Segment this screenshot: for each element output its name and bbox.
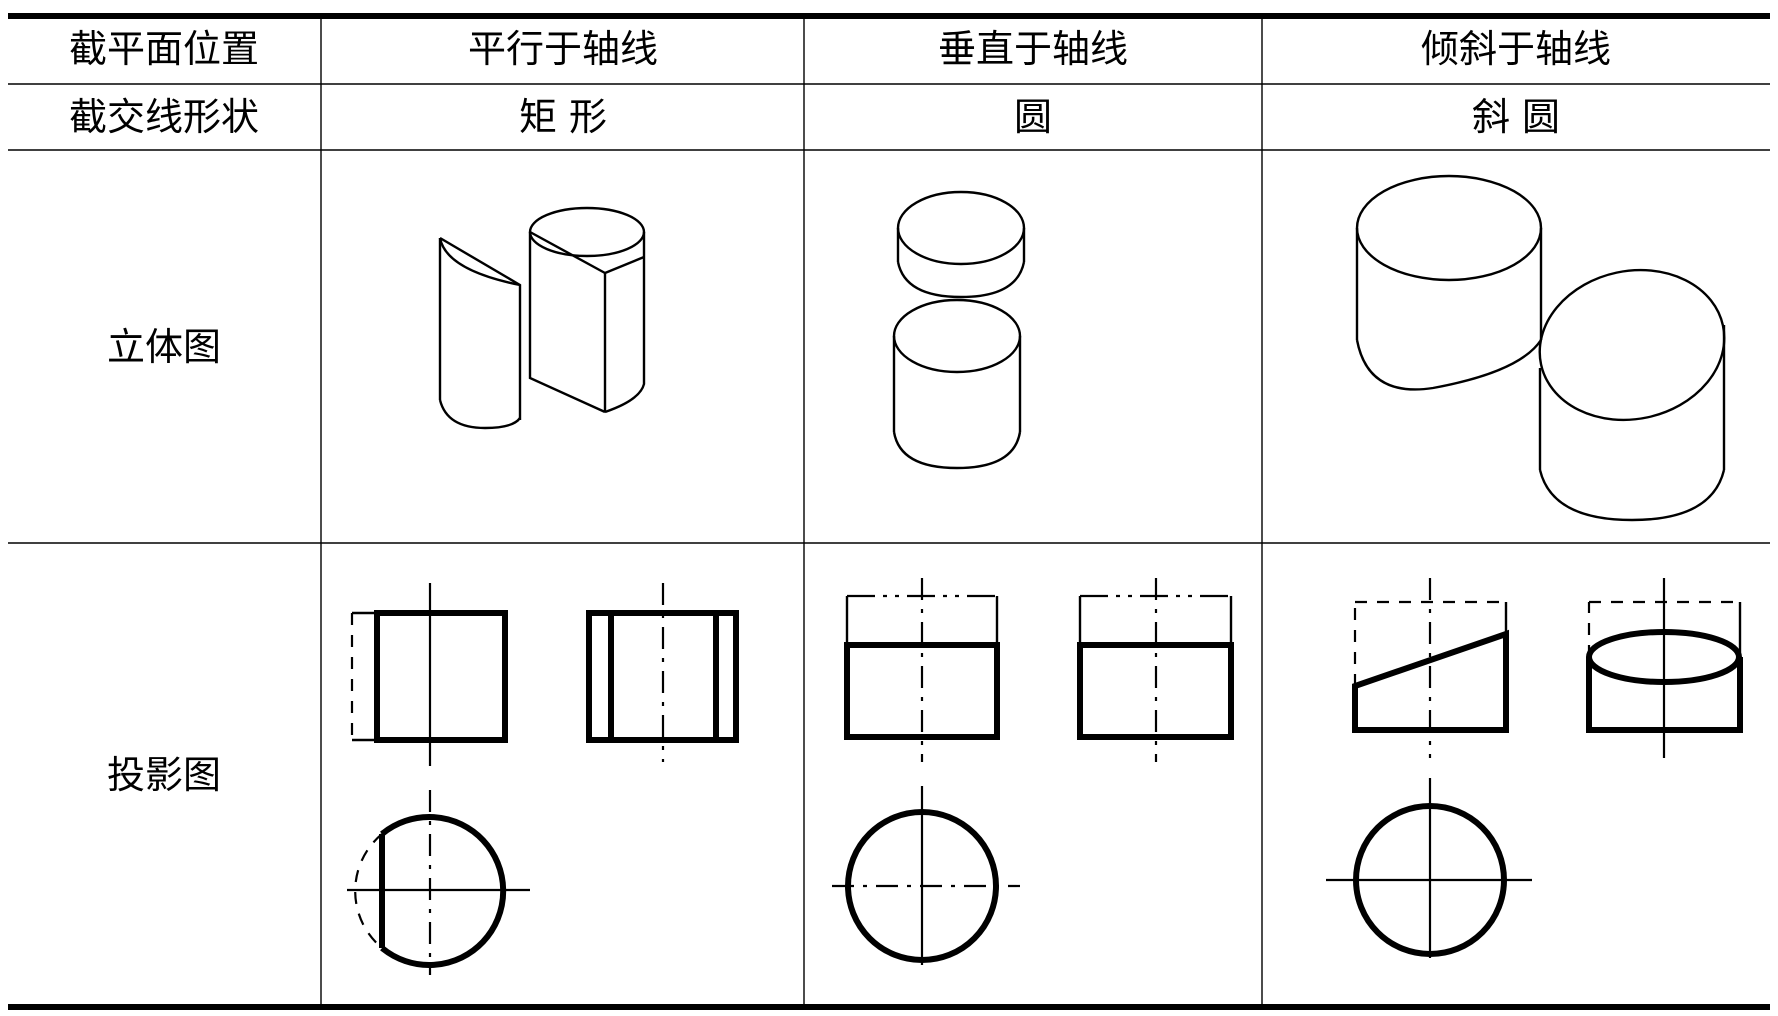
header-col-parallel: 平行于轴线 bbox=[468, 27, 658, 71]
right-half-cylinder bbox=[528, 206, 646, 414]
shape-row-label: 截交线形状 bbox=[69, 95, 259, 139]
front-view-parallel bbox=[350, 583, 508, 766]
projection-perpendicular bbox=[832, 578, 1234, 965]
header-col-oblique: 倾斜于轴线 bbox=[1421, 27, 1611, 71]
solid-parallel-cut bbox=[438, 206, 646, 430]
front-view-oblique bbox=[1352, 578, 1509, 758]
projection-oblique bbox=[1326, 578, 1743, 958]
solid-oblique-cut bbox=[1355, 174, 1726, 522]
shape-circle: 圆 bbox=[1014, 95, 1052, 139]
shape-rectangle: 矩 形 bbox=[519, 95, 607, 139]
upper-oblique-part bbox=[1355, 174, 1543, 391]
projection-row-label: 投影图 bbox=[107, 753, 221, 797]
header-col-perpendicular: 垂直于轴线 bbox=[938, 27, 1128, 71]
side-view-perpendicular bbox=[1077, 578, 1234, 762]
left-half-cylinder bbox=[438, 236, 522, 430]
top-view-perpendicular bbox=[832, 786, 1020, 965]
top-view-oblique bbox=[1326, 778, 1532, 958]
top-view-parallel bbox=[347, 790, 530, 975]
upper-disc bbox=[896, 190, 1026, 299]
lower-oblique-part bbox=[1538, 268, 1726, 522]
lower-cylinder bbox=[892, 298, 1022, 470]
solid-perpendicular-cut bbox=[892, 190, 1026, 470]
projection-parallel bbox=[347, 583, 739, 975]
side-view-oblique bbox=[1586, 578, 1743, 758]
header-row-label: 截平面位置 bbox=[69, 27, 259, 71]
shape-ellipse: 斜 圆 bbox=[1472, 95, 1560, 139]
front-view-perpendicular bbox=[844, 578, 1000, 762]
side-view-parallel bbox=[586, 583, 739, 762]
solid-row-label: 立体图 bbox=[107, 325, 221, 369]
